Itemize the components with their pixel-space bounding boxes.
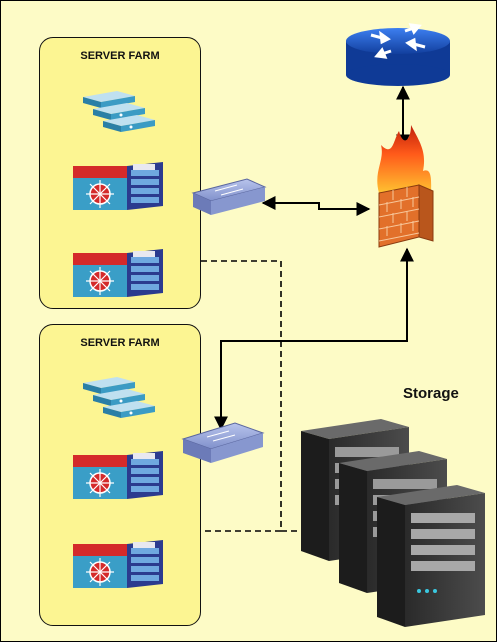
connection-switch1-firewall (261, 196, 371, 216)
server-stack-icon (83, 377, 155, 418)
storage-server-icon (301, 419, 485, 627)
connection-switch2-firewall (214, 247, 414, 431)
router-icon (346, 23, 450, 86)
server-farm-2-title: SERVER FARM (80, 337, 160, 349)
multilayer-switch-icon (73, 162, 163, 210)
multilayer-switch-icon (73, 540, 163, 588)
server-stack-icon (83, 91, 155, 132)
switch-icon (181, 422, 265, 463)
connection-farms-storage-dashed (201, 260, 301, 532)
storage-label: Storage (403, 385, 459, 402)
server-farm-1-title: SERVER FARM (80, 50, 160, 62)
firewall-icon (377, 125, 434, 248)
switch-icon (191, 178, 267, 215)
multilayer-switch-icon (73, 451, 163, 499)
multilayer-switch-icon (73, 249, 163, 297)
